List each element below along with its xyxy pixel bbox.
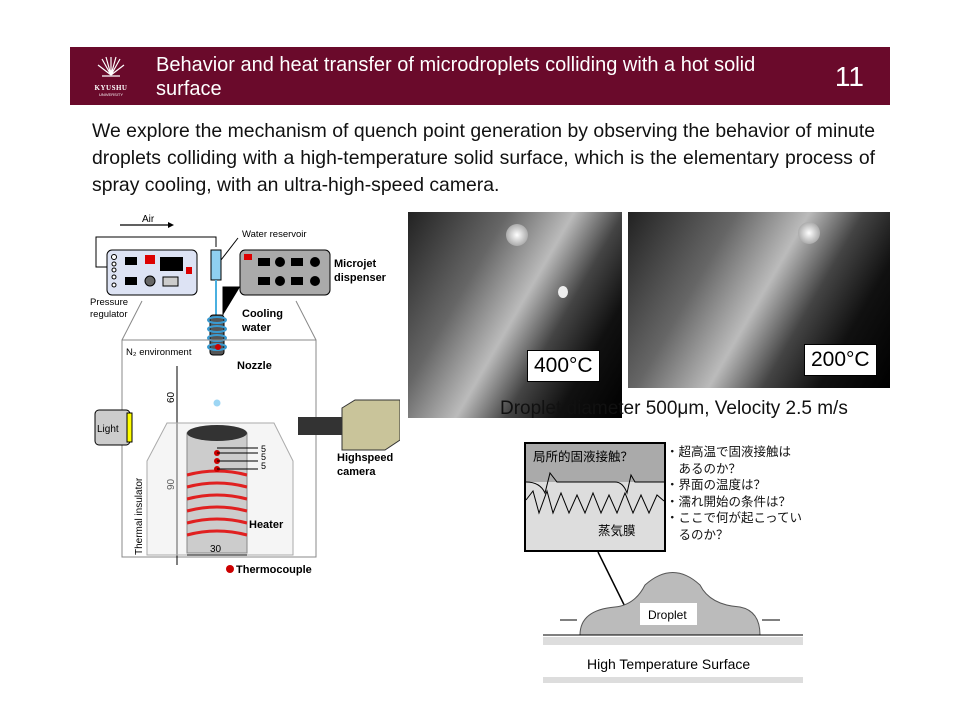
label-high-temperature-surface: High Temperature Surface	[587, 656, 750, 672]
body-text: We explore the mechanism of quench point…	[92, 120, 875, 196]
slide-number: 11	[834, 61, 864, 92]
label-local-contact: 局所的固液接触？	[533, 449, 633, 464]
label-water: water	[241, 322, 271, 334]
apparatus-diagram: Air Pressure regulator Water reservoir M…	[90, 214, 400, 576]
label-water-reservoir: Water reservoir	[242, 229, 307, 240]
label-regulator: regulator	[90, 309, 128, 320]
label-nozzle: Nozzle	[237, 360, 272, 372]
university-logo: KYUSHU UNIVERSITY	[84, 53, 138, 101]
droplet-schematic: 局所的固液接触？ 蒸気膜 Droplet High Temperature Su…	[524, 442, 803, 683]
highspeed-camera	[341, 399, 400, 451]
question-item: るのか？	[666, 526, 729, 542]
label-microjet: Microjet	[334, 258, 377, 270]
label-dim-5b: 5	[261, 452, 266, 462]
label-highspeed: Highspeed	[337, 452, 393, 464]
label-dim-60: 60	[166, 391, 177, 403]
question-item: あるのか？	[666, 460, 742, 476]
question-item: ・ここで何が起こってい	[666, 510, 803, 525]
question-item: ・界面の温度は？	[666, 477, 767, 492]
label-dim-5c: 5	[261, 461, 266, 471]
label-thermocouple: Thermocouple	[236, 564, 312, 576]
photo-caption: Droplet diameter 500μm, Velocity 2.5 m/s	[500, 398, 848, 419]
label-dim-5a: 5	[261, 444, 266, 454]
label-n2-environment: N₂ environment	[126, 347, 192, 358]
droplet	[213, 399, 221, 407]
label-pressure: Pressure	[90, 297, 128, 308]
label-dispenser: dispenser	[334, 272, 387, 284]
camera-lens	[298, 417, 344, 435]
label-dim-30: 30	[210, 544, 222, 555]
logo-emblem-icon	[97, 56, 125, 77]
logo-name: KYUSHU	[94, 84, 128, 92]
label-400c: 400°C	[527, 350, 600, 382]
questions-list: ・超高温で固液接触は あるのか？ ・界面の温度は？ ・濡れ開始の条件は？ ・ここ…	[666, 444, 802, 543]
label-cooling: Cooling	[242, 308, 283, 320]
logo-sub: UNIVERSITY	[98, 92, 123, 97]
label-dim-90: 90	[166, 478, 177, 490]
photo-400c	[408, 212, 622, 418]
microjet-dispenser	[239, 249, 331, 296]
question-item: ・濡れ開始の条件は？	[666, 493, 792, 509]
label-200c: 200°C	[804, 344, 877, 376]
slide-title: Behavior and heat transfer of microdropl…	[156, 54, 756, 100]
thermocouple-icon	[226, 565, 234, 573]
header-bar: KYUSHU UNIVERSITY Behavior and heat tran…	[70, 47, 890, 105]
label-air: Air	[142, 214, 155, 225]
label-camera: camera	[337, 466, 376, 478]
label-heater: Heater	[249, 519, 284, 531]
label-vapor-film: 蒸気膜	[598, 523, 636, 538]
label-thermal-insulator: Thermal insulator	[134, 477, 145, 555]
label-droplet: Droplet	[648, 608, 687, 622]
water-reservoir	[210, 249, 222, 281]
label-light: Light	[97, 424, 119, 435]
question-item: ・超高温で固液接触は	[666, 444, 792, 459]
